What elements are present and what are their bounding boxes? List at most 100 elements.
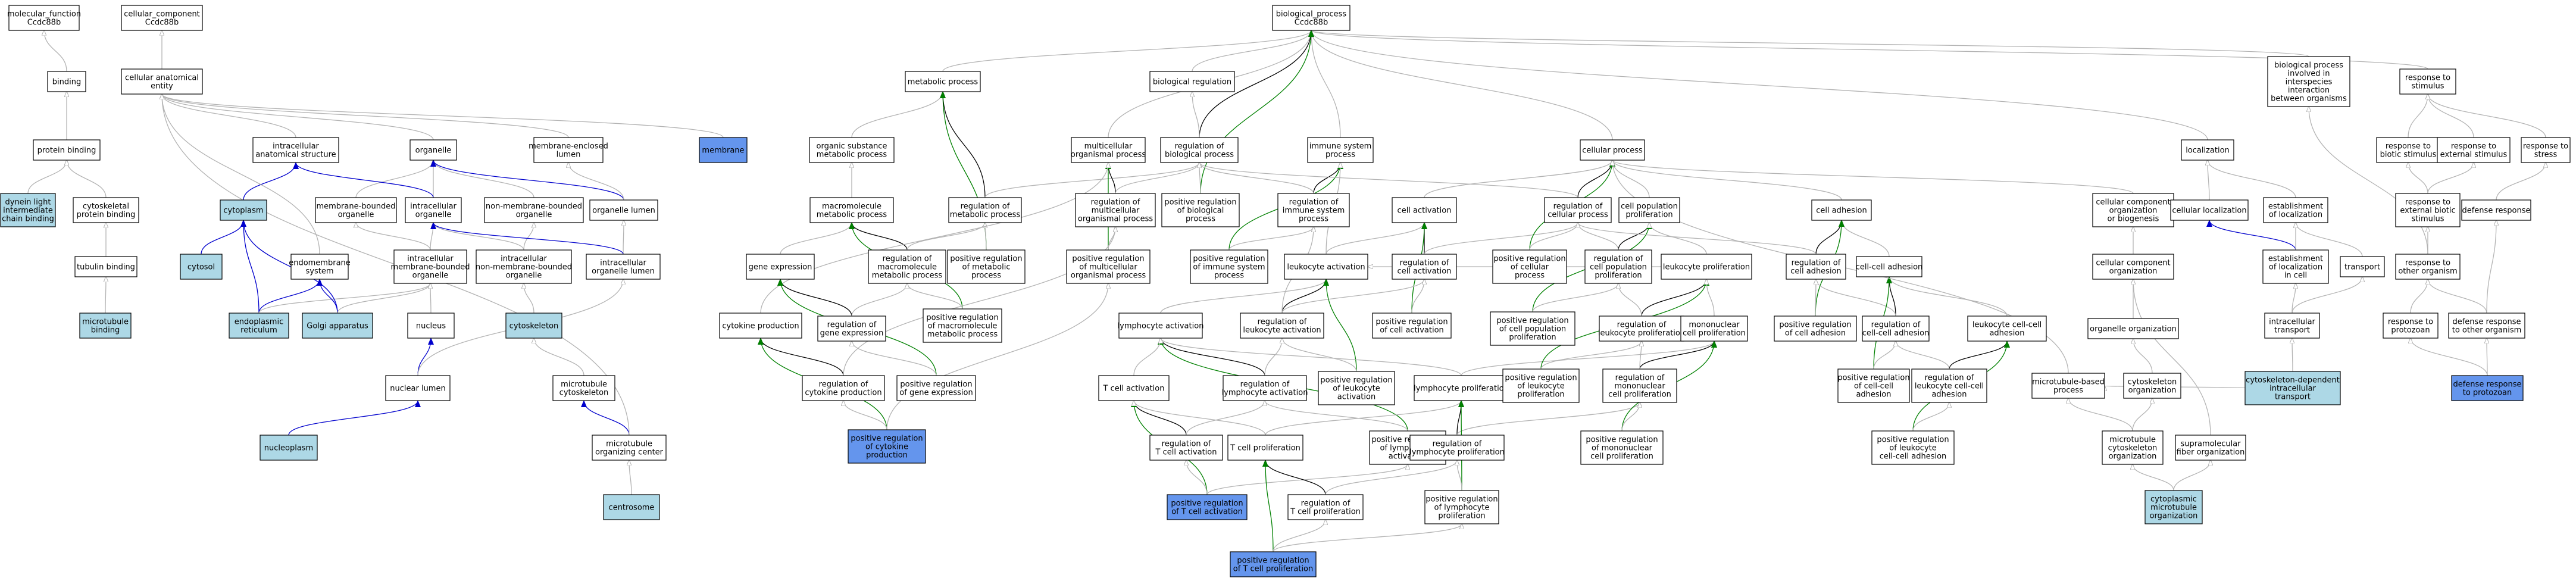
node-label-line: immune system (1309, 142, 1372, 151)
node-label-line: metabolic process (908, 78, 978, 87)
node-box (1272, 5, 1350, 31)
node-box (1071, 137, 1146, 163)
go-term-node-tcell-activation: T cell activation (1098, 375, 1170, 401)
node-label-line: process (2053, 386, 2083, 395)
node-label-line: proliferation (1625, 211, 1672, 220)
edge-is-a (433, 223, 524, 251)
go-term-node-lymph-activation: lymphocyte activation (1118, 313, 1203, 339)
edge-is-a (1706, 279, 1715, 317)
node-label-line: cytoplasmic (2150, 495, 2197, 504)
node-label-line: centrosome (609, 504, 655, 513)
edge-is-a (2173, 460, 2211, 491)
node-box (2376, 137, 2440, 163)
node-label-line: adhesion (1856, 390, 1891, 399)
edge-regulates (1158, 338, 1265, 376)
node-label-line: cytosol (187, 263, 215, 272)
node-box (2181, 139, 2234, 161)
node-label-line: cell population (1621, 202, 1678, 211)
node-label-line: of localization (2269, 263, 2322, 272)
node-label-line: cell-cell adhesion (1856, 263, 1923, 272)
node-label-line: organelle (516, 211, 552, 220)
edge-is-a (2427, 163, 2474, 194)
edge-part-of (417, 338, 434, 376)
go-term-node-cytoskeleton: cytoskeleton (505, 313, 562, 339)
edge-part-of (430, 160, 624, 201)
edge-is-a (27, 160, 67, 194)
node-box (2123, 373, 2181, 399)
node-label-line: organization (2109, 452, 2157, 461)
node-label-line: cellular process (1582, 146, 1643, 155)
edge-is-a (843, 401, 887, 430)
edge-part-of (317, 279, 338, 314)
node-label-line: interaction (2288, 86, 2330, 95)
node-box (409, 139, 457, 161)
node-box (589, 199, 658, 221)
node-box (2437, 137, 2511, 163)
edge-is-a (1532, 283, 1618, 313)
node-label-line: macromolecule (877, 263, 937, 272)
edge-is-a (1108, 227, 1115, 251)
edge-is-a (2296, 223, 2363, 257)
edge-is-a (1133, 338, 1161, 376)
edge-is-a (1192, 30, 1311, 72)
edge-is-a (1457, 460, 1462, 491)
node-box (1372, 313, 1452, 339)
node-box (2383, 313, 2439, 339)
edge-is-a (105, 277, 106, 314)
node-label-line: positive regulation (1320, 376, 1392, 385)
node-label-line: production (866, 451, 908, 460)
edge-is-a (2132, 398, 2152, 432)
node-label-line: proliferation (1438, 512, 1485, 521)
node-label-line: cellular component (2096, 198, 2170, 207)
node-label-line: cytokine production (805, 389, 881, 398)
node-box (1161, 193, 1240, 227)
node-label-line: of gene expression (899, 389, 973, 398)
node-label-line: leukocyte cell-cell (1972, 321, 2042, 330)
node-label-line: of T cell activation (1171, 508, 1243, 517)
node-box (1911, 368, 1987, 403)
node-box (1223, 375, 1307, 401)
edge-is-a (1265, 401, 1408, 432)
edge-regulates (758, 338, 844, 376)
node-label-line: of macromolecule (928, 322, 998, 331)
node-label-line: activation (1337, 393, 1375, 402)
node-label-line: between organisms (2271, 95, 2347, 104)
node-label-line: regulation of (1615, 374, 1665, 383)
node-box (746, 254, 815, 280)
node-label-line: of biological (1177, 207, 1224, 215)
node-label-line: process (1515, 271, 1545, 280)
edge-is-a (2291, 277, 2362, 314)
edge-is-a (1461, 341, 1714, 376)
node-box (1190, 249, 1268, 284)
edge-is-a (1540, 341, 1642, 370)
go-term-node-centrosome: centrosome (603, 494, 660, 520)
edge-is-a (1424, 223, 1578, 255)
node-label-line: positive regulation (900, 380, 972, 389)
edge-layer (27, 30, 2546, 552)
node-label-line: non-membrane-bounded (486, 202, 582, 211)
node-label-line: system (306, 267, 334, 276)
node-box (699, 137, 748, 163)
node-label-line: T cell activation (1155, 448, 1217, 457)
edge-regulates (1641, 279, 1709, 317)
edge-is-a (1228, 227, 1314, 251)
node-box (1160, 137, 1239, 163)
node-label-line: positive regulation (1877, 436, 1949, 445)
node-label-line: proliferation (1509, 333, 1556, 342)
edge-is-a (1621, 402, 1640, 432)
go-term-node-cytosol: cytosol (180, 254, 223, 280)
node-box (1661, 254, 1752, 280)
node-label-line: adhesion (1931, 390, 1967, 399)
